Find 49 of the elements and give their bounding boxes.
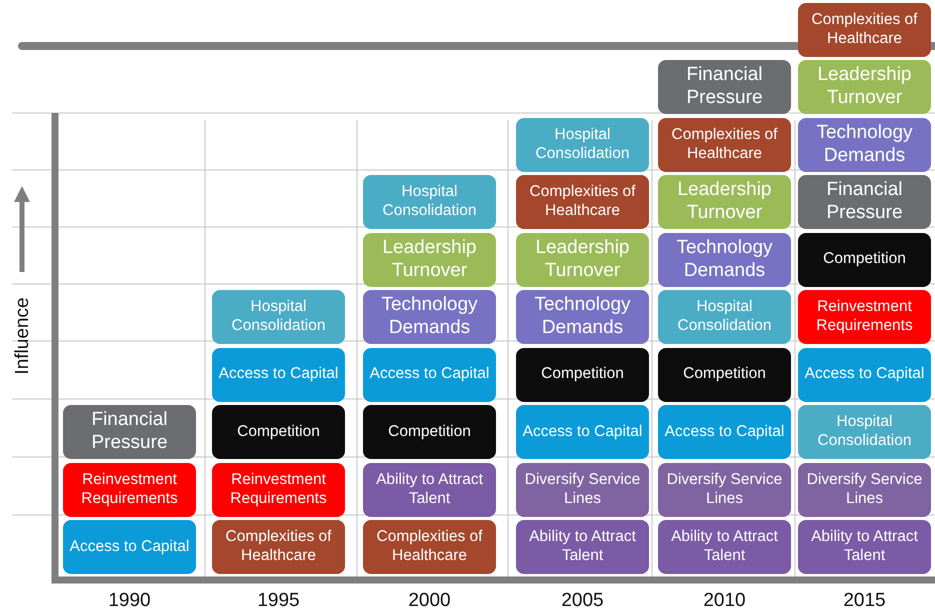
factor-box: Financial Pressure	[658, 60, 791, 114]
factor-box: Diversify Service Lines	[516, 462, 649, 516]
year-label: 2015	[842, 590, 887, 612]
factor-box: Competition	[658, 348, 791, 402]
factor-box: Access to Capital	[658, 405, 791, 459]
factor-box: Competition	[516, 348, 649, 402]
factor-box: Access to Capital	[63, 520, 196, 574]
year-label: 1990	[107, 590, 152, 612]
factor-box: Reinvestment Requirements	[63, 462, 196, 516]
factor-box: Diversify Service Lines	[658, 462, 791, 516]
factor-box: Competition	[363, 405, 496, 459]
factor-box: Complexities of Healthcare	[798, 2, 931, 56]
year-label: 2005	[560, 590, 605, 612]
factor-box: Competition	[798, 232, 931, 286]
factor-box: Technology Demands	[516, 290, 649, 344]
year-label: 2000	[407, 590, 452, 612]
factor-box: Access to Capital	[516, 405, 649, 459]
factor-box: Complexities of Healthcare	[658, 118, 791, 172]
factor-box: Reinvestment Requirements	[798, 290, 931, 344]
factor-box: Access to Capital	[212, 348, 345, 402]
axis-title: Influence	[12, 296, 34, 377]
factor-box: Technology Demands	[363, 290, 496, 344]
factor-box: Ability to Attract Talent	[798, 520, 931, 574]
factor-box: Ability to Attract Talent	[658, 520, 791, 574]
factor-box: Ability to Attract Talent	[516, 520, 649, 574]
factor-box: Diversify Service Lines	[798, 462, 931, 516]
factor-box: Hospital Consolidation	[516, 118, 649, 172]
factor-box: Competition	[212, 405, 345, 459]
factor-box: Complexities of Healthcare	[363, 520, 496, 574]
year-label: 2010	[702, 590, 747, 612]
factor-box: Leadership Turnover	[516, 232, 649, 286]
factor-box: Leadership Turnover	[798, 60, 931, 114]
year-label: 1995	[256, 590, 301, 612]
factor-box: Complexities of Healthcare	[516, 175, 649, 229]
factor-box: Technology Demands	[658, 232, 791, 286]
factor-box: Hospital Consolidation	[212, 290, 345, 344]
factor-box: Leadership Turnover	[363, 232, 496, 286]
factor-box: Access to Capital	[798, 348, 931, 402]
factor-box: Financial Pressure	[63, 405, 196, 459]
factor-box: Reinvestment Requirements	[212, 462, 345, 516]
factor-box: Ability to Attract Talent	[363, 462, 496, 516]
factor-box: Financial Pressure	[798, 175, 931, 229]
factor-box: Hospital Consolidation	[798, 405, 931, 459]
factor-box: Leadership Turnover	[658, 175, 791, 229]
factor-box: Technology Demands	[798, 118, 931, 172]
factor-box: Complexities of Healthcare	[212, 520, 345, 574]
factor-box: Access to Capital	[363, 348, 496, 402]
factor-box: Hospital Consolidation	[658, 290, 791, 344]
factor-box: Hospital Consolidation	[363, 175, 496, 229]
